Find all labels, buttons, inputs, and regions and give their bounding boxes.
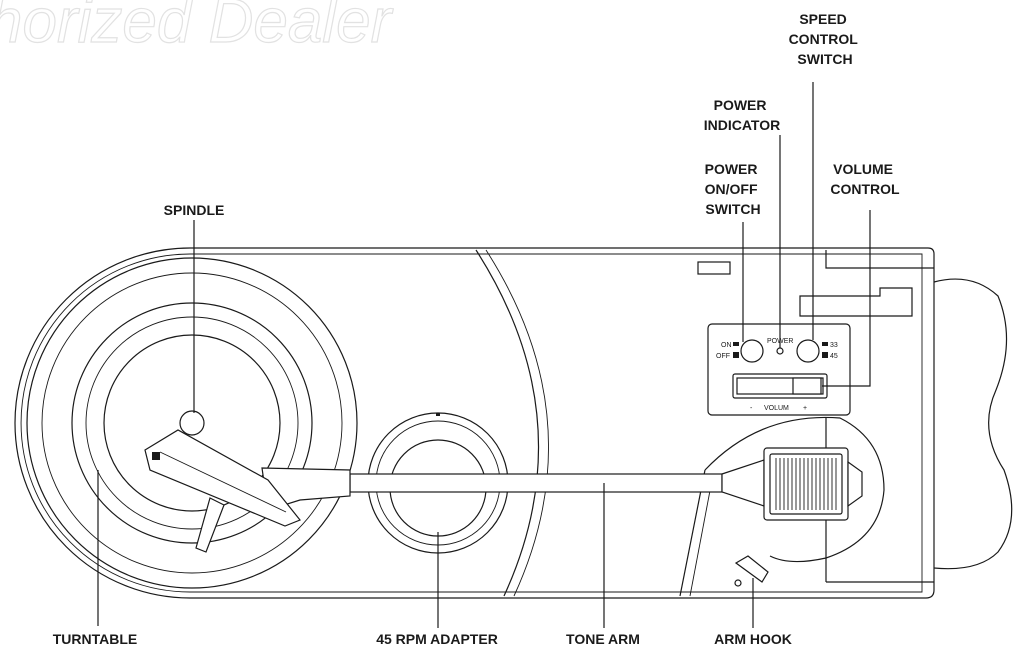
arm-hook[interactable] <box>734 555 769 587</box>
side-compartment <box>697 250 934 583</box>
turntable-platter <box>26 257 358 589</box>
off-label: OFF <box>716 353 730 360</box>
speed-45-label: 45 <box>830 353 838 360</box>
on-label: ON <box>721 342 732 349</box>
leader-lines <box>97 82 871 628</box>
volume-minus-label: - <box>750 405 753 412</box>
volume-plus-label: + <box>803 405 807 412</box>
spindle-post <box>179 410 205 436</box>
arm-hook-label: ARM HOOK <box>714 631 792 647</box>
speed-control-switch-label: SPEED CONTROL SWITCH <box>789 11 862 67</box>
volume-word-label: VOLUM <box>764 405 789 412</box>
spindle-label: SPINDLE <box>164 202 225 218</box>
volume-control-label: VOLUME CONTROL <box>830 161 900 197</box>
speed-33-label: 33 <box>830 342 838 349</box>
power-switch-knob[interactable] <box>740 339 764 363</box>
power-cord <box>933 278 1013 570</box>
adapter-label: 45 RPM ADAPTER <box>376 631 498 647</box>
dealer-watermark: horized Dealer <box>0 0 394 56</box>
power-indicator-label: POWER INDICATOR <box>704 97 780 133</box>
volume-slider-thumb[interactable] <box>792 377 822 395</box>
control-panel: ON OFF POWER 33 45 - VOLUM + <box>707 323 851 416</box>
power-switch-label: POWER ON/OFF SWITCH <box>705 161 762 217</box>
record-player-body <box>14 247 935 599</box>
tone-arm[interactable] <box>144 429 863 553</box>
lid-arc <box>475 249 540 597</box>
turntable-label: TURNTABLE <box>53 631 138 647</box>
tone-arm-label: TONE ARM <box>566 631 640 647</box>
speed-switch-knob[interactable] <box>796 339 820 363</box>
